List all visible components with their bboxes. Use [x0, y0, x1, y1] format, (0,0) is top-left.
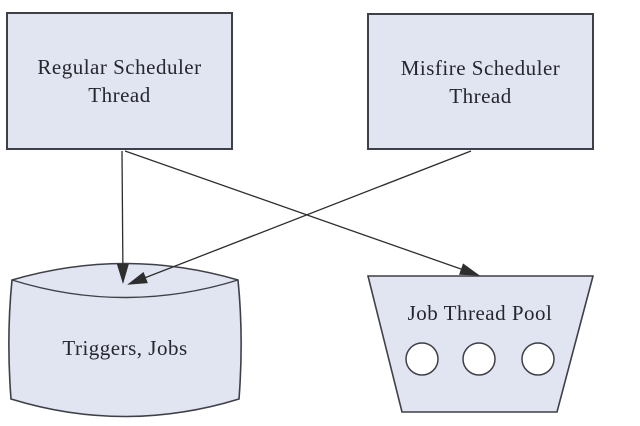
job-thread-pool-label: Job Thread Pool — [378, 293, 582, 333]
misfire-scheduler-node — [367, 13, 594, 150]
worker-thread-circle — [521, 342, 555, 376]
regular-scheduler-label: Regular Scheduler Thread — [7, 13, 232, 149]
misfire-scheduler-label-text: Misfire Scheduler Thread — [400, 55, 561, 108]
triggers-jobs-cylinder — [8, 262, 242, 418]
edge-regular-to-pool — [124, 150, 480, 276]
cylinder-top-ellipse-arc — [11, 279, 239, 299]
worker-thread-circle — [462, 342, 496, 376]
job-thread-pool-label-text: Job Thread Pool — [407, 301, 553, 325]
edge-regular-to-triggers — [116, 150, 129, 284]
triggers-jobs-label-text: Triggers, Jobs — [62, 336, 188, 360]
edge-misfire-to-triggers — [127, 150, 472, 285]
worker-thread-circle — [405, 342, 439, 376]
triggers-jobs-label: Triggers, Jobs — [10, 318, 240, 378]
regular-scheduler-label-text: Regular Scheduler Thread — [37, 55, 202, 107]
misfire-scheduler-label: Misfire Scheduler Thread — [368, 14, 593, 149]
regular-scheduler-node — [6, 12, 233, 150]
